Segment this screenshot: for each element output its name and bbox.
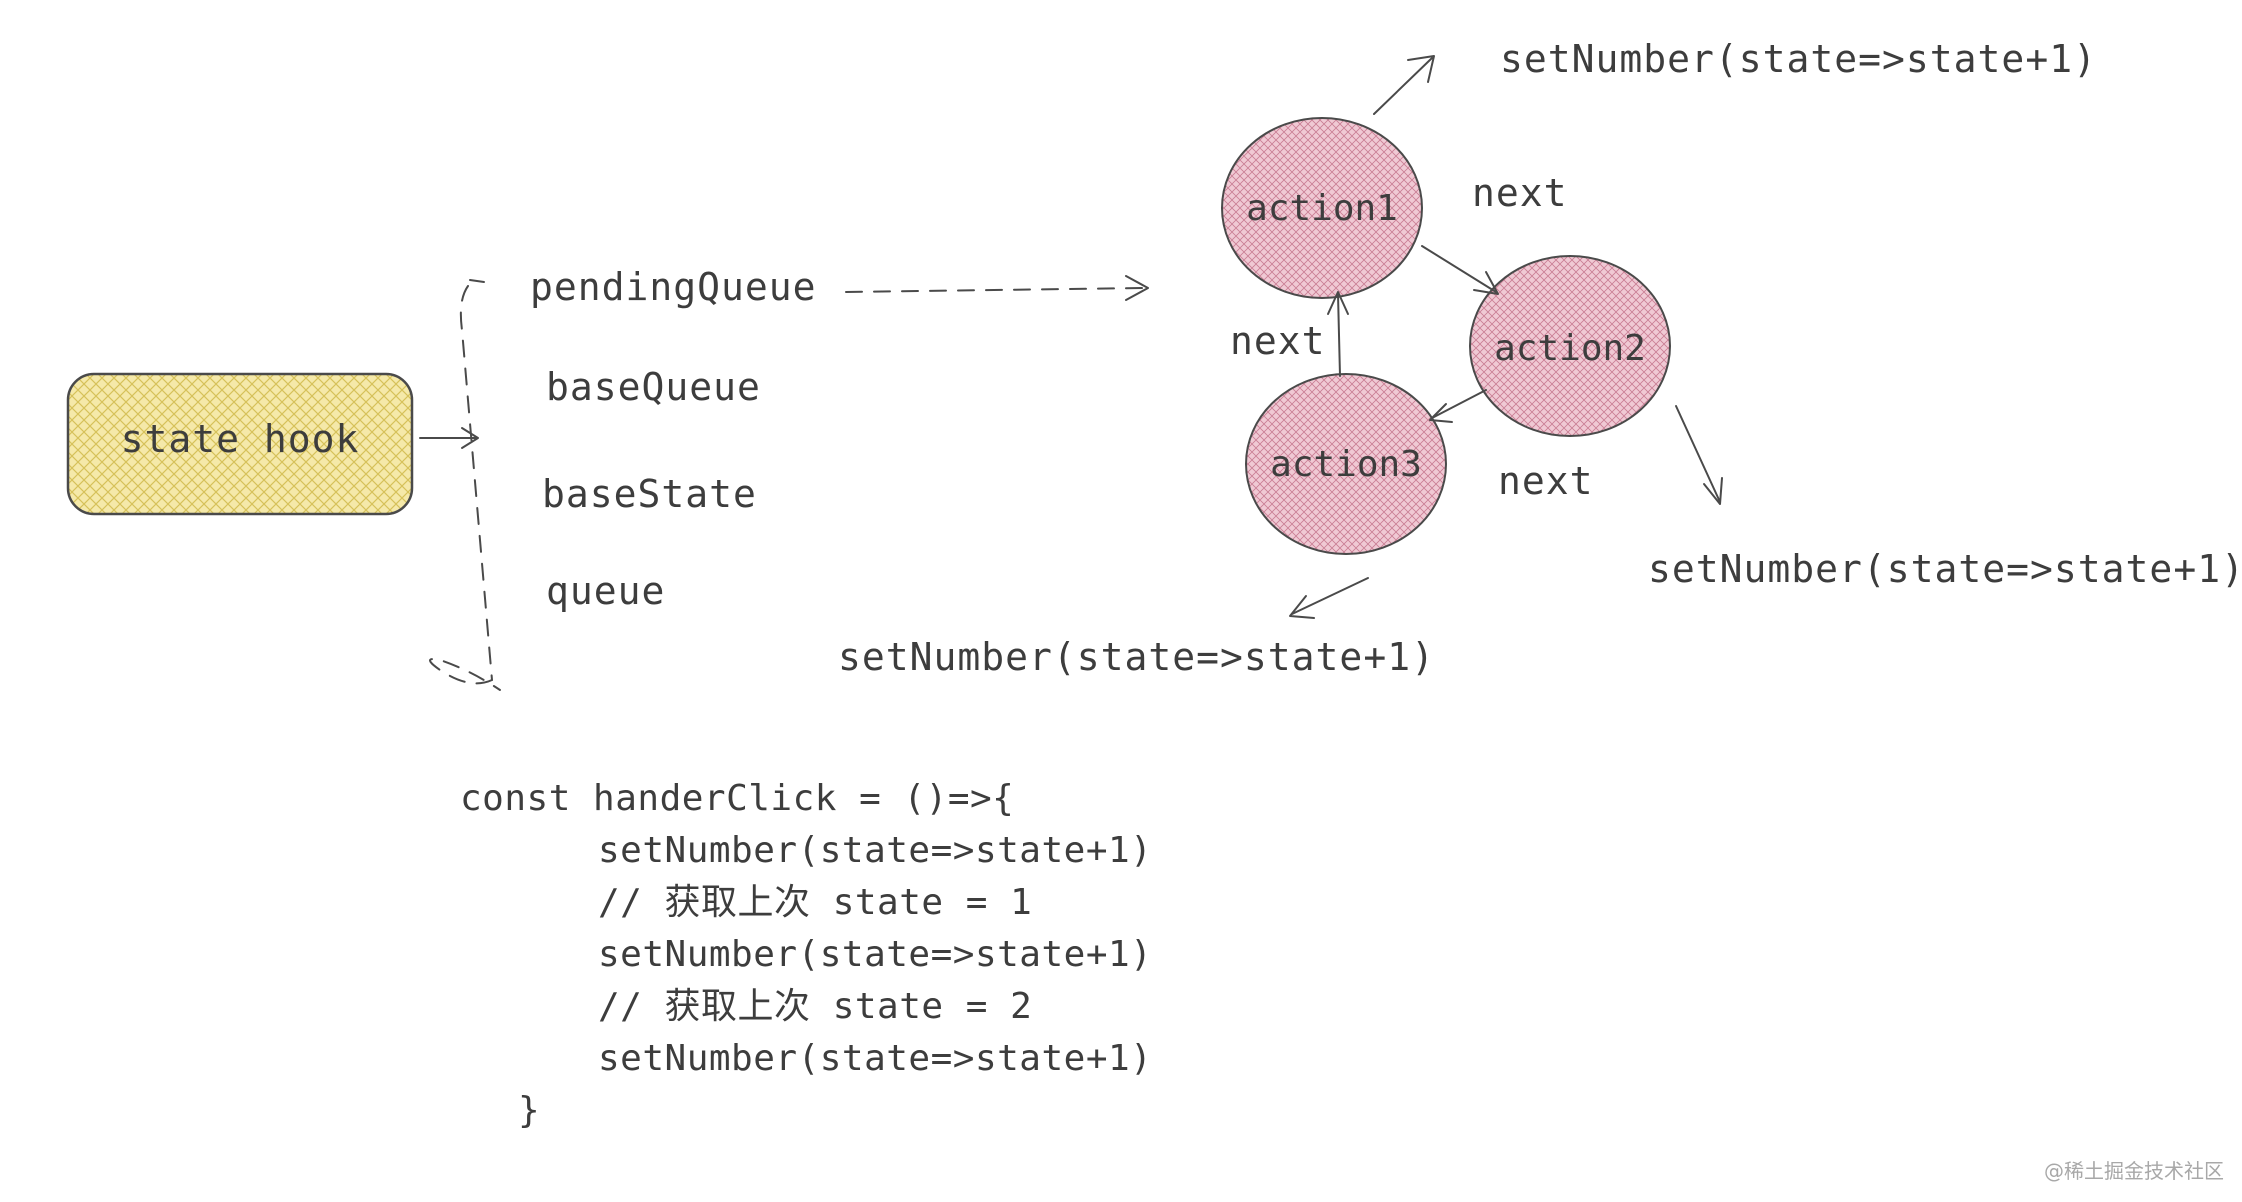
action3-label: action3	[1270, 444, 1422, 485]
base-queue-label: baseQueue	[546, 365, 761, 409]
action1-label: action1	[1246, 188, 1398, 229]
code-line-3: // 获取上次 state = 1	[598, 882, 1032, 923]
next-arrow-1-to-2	[1421, 245, 1499, 295]
watermark-text: @稀土掘金技术社区	[2044, 1159, 2224, 1183]
pending-queue-label: pendingQueue	[530, 265, 817, 309]
next-arrow-3-to-1	[1327, 291, 1349, 377]
pending-queue-arrow	[845, 275, 1149, 301]
code-line-6: setNumber(state=>state+1)	[598, 1038, 1152, 1079]
code-block: const handerClick = ()=>{ setNumber(stat…	[460, 778, 1152, 1131]
queue-label: queue	[546, 569, 665, 613]
base-state-label: baseState	[542, 472, 757, 516]
code-line-2: setNumber(state=>state+1)	[598, 830, 1152, 871]
action1-update-label: setNumber(state=>state+1)	[1500, 37, 2097, 81]
action1-update-arrow	[1373, 55, 1435, 115]
action2-label: action2	[1494, 328, 1646, 369]
next-label-1-to-2: next	[1472, 171, 1568, 215]
code-line-4: setNumber(state=>state+1)	[598, 934, 1152, 975]
action1-node: action1	[1221, 117, 1423, 299]
state-hook-node: state hook	[66, 372, 414, 516]
code-line-7: }	[518, 1090, 540, 1131]
action2-node: action2	[1469, 255, 1671, 437]
action3-node: action3	[1245, 373, 1447, 555]
action3-update-label: setNumber(state=>state+1)	[838, 635, 1435, 679]
next-arrow-2-to-3	[1429, 389, 1487, 423]
action3-update-arrow	[1289, 577, 1369, 619]
next-label-3-to-1: next	[1230, 319, 1326, 363]
code-line-1: const handerClick = ()=>{	[460, 778, 1014, 819]
hook-to-fields-arrow	[419, 427, 479, 449]
action2-update-label: setNumber(state=>state+1)	[1648, 547, 2242, 591]
next-label-2-to-3: next	[1498, 459, 1594, 503]
fields-bracket	[429, 279, 501, 691]
code-line-5: // 获取上次 state = 2	[598, 986, 1032, 1027]
state-hook-label: state hook	[121, 417, 360, 461]
action2-update-arrow	[1675, 405, 1723, 505]
